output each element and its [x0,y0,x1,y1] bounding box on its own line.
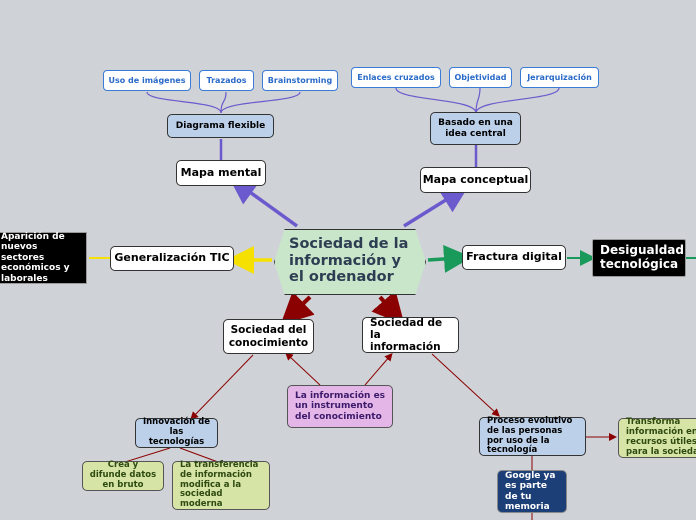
link-mapa-mental [228,176,299,228]
central-topic: Sociedad de la información y el ordenado… [289,236,409,286]
link-mapa-conceptual [403,185,469,228]
google-memoria-node[interactable]: Google ya es parte de tu memoria [497,470,567,513]
generalizacion-tic-node[interactable]: Generalización TIC [110,246,234,271]
leaf-trazados[interactable]: Trazados [199,70,254,91]
proceso-evolutivo-node[interactable]: Proceso evolutivo de las personas por us… [479,416,586,456]
sociedad-informacion-node[interactable]: Sociedad de la información [362,317,459,353]
informacion-instrumento-node[interactable]: La información es un instrumento del con… [287,385,393,428]
link-sociedad-conocimiento [280,291,315,325]
desigualdad-tecnologica-node[interactable]: Desigualdad tecnológica [592,239,686,277]
fractura-digital-node[interactable]: Fractura digital [462,245,566,270]
diagrama-flexible-node[interactable]: Diagrama flexible [167,114,274,138]
mapa-mental-node[interactable]: Mapa mental [176,160,266,186]
link-fractura [427,244,472,273]
transforma-informacion-node[interactable]: Transforma información en recursos útile… [618,418,696,458]
innovacion-tecnologias-node[interactable]: Innovación de las tecnologías [135,417,218,448]
transferencia-informacion-node[interactable]: La transferencia de información modifica… [172,460,270,510]
basado-idea-central-node[interactable]: Basado en una idea central [430,112,521,145]
leaf-jerarquizacion[interactable]: Jerarquización [520,67,599,88]
mapa-conceptual-node[interactable]: Mapa conceptual [420,167,531,193]
sociedad-conocimiento-node[interactable]: Sociedad del conocimiento [223,319,314,354]
leaf-objetividad[interactable]: Objetividad [449,67,512,88]
crea-difunde-datos-node[interactable]: Crea y difunde datos en bruto [82,460,164,491]
leaf-brainstorming[interactable]: Brainstorming [262,70,338,91]
aparicion-nuevos-sectores-node[interactable]: Aparición de nuevos sectores económicos … [0,232,87,284]
leaf-enlaces-cruzados[interactable]: Enlaces cruzados [351,67,441,88]
link-sociedad-informacion [371,290,405,326]
central-node[interactable] [274,229,426,295]
leaf-uso-de-imagenes[interactable]: Uso de imágenes [103,70,191,91]
